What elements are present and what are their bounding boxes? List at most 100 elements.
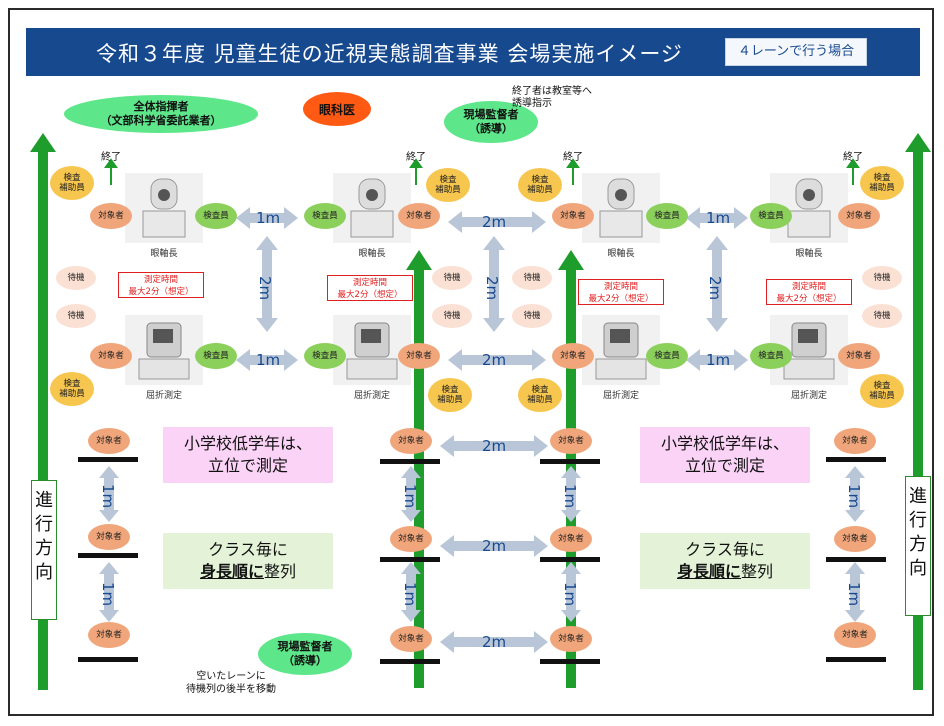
waiting-marker: 待機: [512, 304, 552, 328]
axial-length-label: 眼軸長: [795, 249, 823, 259]
finished-note: 終了者は教室等へ 誘導指示: [512, 86, 592, 109]
lower-grades-note-left: 小学校低学年は、 立位で測定: [163, 427, 333, 483]
axial-length-machine: [333, 173, 411, 243]
lower-grades-note-right: 小学校低学年は、 立位で測定: [640, 427, 810, 483]
line-up-text-line: 身長順に整列: [200, 561, 296, 583]
refraction-label: 屈折測定: [602, 391, 639, 401]
waiting-marker: 待機: [862, 266, 902, 290]
distance-label: 2m: [482, 437, 506, 455]
standing-line: [540, 459, 600, 464]
lane-count-badge: ４レーンで行う場合: [725, 38, 867, 66]
distance-label: 2m: [482, 633, 506, 651]
refraction-machine: [333, 315, 411, 385]
line-up-note-right: クラス毎に 身長順に整列: [640, 533, 810, 589]
distance-label: 1m: [706, 351, 730, 369]
axial-length-device-icon: [599, 178, 643, 238]
queue-subject-marker: 対象者: [390, 428, 432, 454]
examiner-marker: 検査員: [646, 343, 688, 369]
refraction-machine: [770, 315, 848, 385]
empty-lane-note: 空いたレーンに 待機列の後半を移動: [186, 671, 276, 695]
refraction-device-icon: [783, 322, 835, 380]
axial-length-device-icon: [142, 178, 186, 238]
waiting-marker: 待機: [512, 266, 552, 290]
refraction-machine: [125, 315, 203, 385]
distance-label: 1m: [401, 484, 419, 508]
examiner-marker: 検査員: [646, 203, 688, 229]
queue-subject-marker: 対象者: [88, 524, 130, 550]
standing-line: [826, 557, 886, 562]
examiner-marker: 検査員: [750, 203, 792, 229]
assistant-marker: 検査 補助員: [426, 168, 470, 202]
distance-label: 1m: [99, 484, 117, 508]
axial-length-label: 眼軸長: [358, 249, 386, 259]
distance-label: 1m: [561, 582, 579, 606]
line-up-text-post: 整列: [264, 562, 297, 581]
refraction-label: 屈折測定: [145, 391, 182, 401]
refraction-device-icon: [595, 322, 647, 380]
done-label: 終了: [406, 152, 426, 163]
line-up-note-left: クラス毎に 身長順に整列: [163, 533, 333, 589]
distance-label: 2m: [482, 351, 506, 369]
standing-line: [380, 557, 440, 562]
axial-length-label: 眼軸長: [607, 249, 635, 259]
frame: [8, 8, 934, 716]
direction-arrow-shaft-right: [913, 150, 923, 690]
standing-line: [380, 659, 440, 664]
measure-time-box: 測定時間 最大2分（想定）: [118, 272, 204, 298]
distance-label: 1m: [845, 582, 863, 606]
axial-length-machine: [582, 173, 660, 243]
site-supervisor-role-bottom: 現場監督者 （誘導）: [258, 633, 352, 675]
subject-marker: 対象者: [552, 203, 594, 229]
distance-label: 1m: [845, 484, 863, 508]
queue-subject-marker: 対象者: [390, 626, 432, 652]
general-director-role: 全体指揮者 （文部科学省委託業者）: [64, 95, 258, 133]
distance-label: 2m: [706, 276, 724, 300]
standing-line: [78, 657, 138, 662]
assistant-marker: 検査 補助員: [518, 168, 562, 202]
subject-marker: 対象者: [552, 343, 594, 369]
distance-label: 2m: [482, 213, 506, 231]
distance-label: 1m: [706, 209, 730, 227]
standing-line: [826, 657, 886, 662]
line-up-text-bold: 身長順に: [199, 562, 264, 581]
examiner-marker: 検査員: [750, 343, 792, 369]
subject-marker: 対象者: [838, 203, 880, 229]
axial-length-machine: [125, 173, 203, 243]
line-up-text-pre: クラス毎に: [208, 540, 288, 559]
measure-time-box: 測定時間 最大2分（想定）: [578, 279, 664, 305]
distance-label: 2m: [483, 276, 501, 300]
waiting-marker: 待機: [56, 304, 96, 328]
examiner-marker: 検査員: [304, 343, 346, 369]
distance-label: 1m: [256, 209, 280, 227]
ophthalmologist-role: 眼科医: [303, 92, 371, 126]
done-label: 終了: [563, 152, 583, 163]
subject-marker: 対象者: [398, 343, 440, 369]
assistant-marker: 検査 補助員: [860, 166, 904, 200]
direction-label-right: 進行方向: [905, 476, 931, 616]
standing-line: [380, 459, 440, 464]
axial-length-device-icon: [787, 178, 831, 238]
queue-subject-marker: 対象者: [834, 526, 876, 552]
queue-subject-marker: 対象者: [550, 626, 592, 652]
line-up-text-post: 整列: [741, 562, 774, 581]
assistant-marker: 検査 補助員: [50, 372, 94, 406]
waiting-marker: 待機: [862, 304, 902, 328]
distance-label: 1m: [561, 484, 579, 508]
queue-subject-marker: 対象者: [88, 622, 130, 648]
refraction-device-icon: [346, 322, 398, 380]
direction-arrow-shaft-left: [38, 150, 48, 690]
subject-marker: 対象者: [90, 203, 132, 229]
queue-subject-marker: 対象者: [834, 428, 876, 454]
lane-arrow-head-center-right: [558, 250, 584, 270]
refraction-device-icon: [138, 322, 190, 380]
measure-time-box: 測定時間 最大2分（想定）: [766, 279, 852, 305]
distance-label: 2m: [256, 276, 274, 300]
examiner-marker: 検査員: [195, 203, 237, 229]
refraction-label: 屈折測定: [353, 391, 390, 401]
queue-subject-marker: 対象者: [390, 526, 432, 552]
site-supervisor-role-top: 現場監督者 （誘導）: [444, 101, 538, 143]
line-up-text-bold: 身長順に: [676, 562, 741, 581]
lane-arrow-head-center-left: [406, 250, 432, 270]
